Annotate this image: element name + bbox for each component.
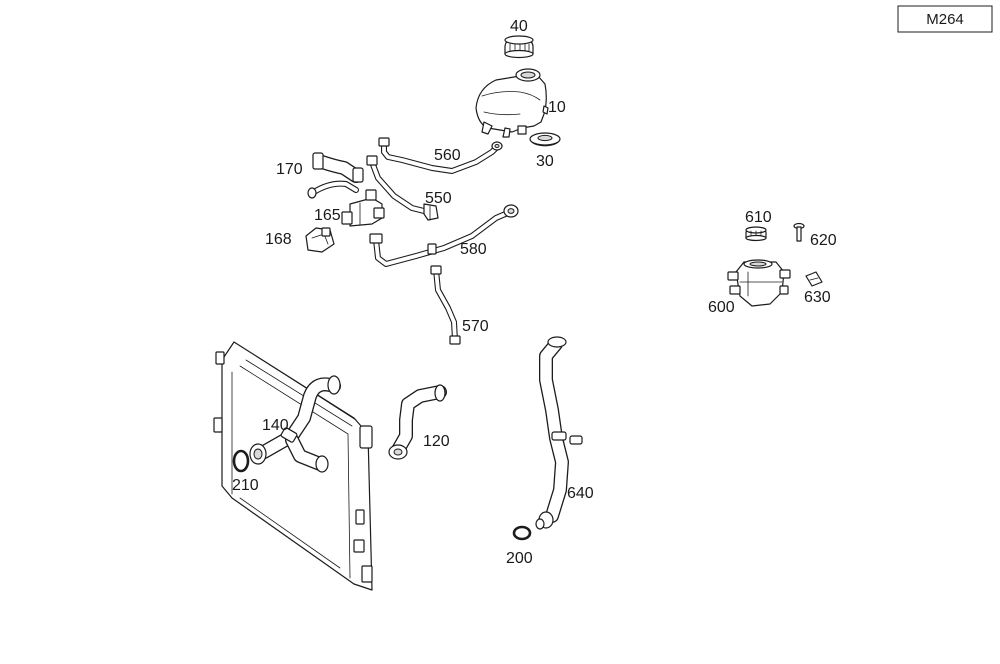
callout-570: 570 <box>462 318 489 335</box>
callout-560: 560 <box>434 147 461 164</box>
callout-30: 30 <box>536 153 554 170</box>
callout-165: 165 <box>314 207 341 224</box>
part-10-expansion-tank[interactable] <box>475 68 549 138</box>
callout-620: 620 <box>810 232 837 249</box>
callout-168: 168 <box>265 231 292 248</box>
part-120-hose[interactable] <box>388 384 447 460</box>
part-165-distributor[interactable] <box>341 189 385 227</box>
part-30-grommet[interactable] <box>529 132 561 147</box>
part-40-tank-cap[interactable] <box>504 35 534 59</box>
callout-600: 600 <box>708 299 735 316</box>
callout-200: 200 <box>506 550 533 567</box>
part-560-pipe[interactable] <box>378 137 503 174</box>
callout-580: 580 <box>460 241 487 258</box>
callout-630: 630 <box>804 289 831 306</box>
part-200-o-ring[interactable] <box>512 525 532 541</box>
model-code-label: M264 <box>926 11 964 28</box>
callout-170: 170 <box>276 161 303 178</box>
part-570-hose[interactable] <box>430 265 461 345</box>
part-640-hose[interactable] <box>535 336 583 530</box>
part-580-pipe[interactable] <box>369 204 519 267</box>
radiator <box>213 341 373 591</box>
part-168-clip[interactable] <box>305 227 335 253</box>
callout-140: 140 <box>262 417 289 434</box>
part-630-clip[interactable] <box>805 271 823 287</box>
part-600-reservoir[interactable] <box>727 259 791 307</box>
callout-10: 10 <box>548 99 566 116</box>
part-170-hose[interactable] <box>307 152 364 199</box>
callout-610: 610 <box>745 209 772 226</box>
callout-640: 640 <box>567 485 594 502</box>
callout-550: 550 <box>425 190 452 207</box>
part-210-o-ring[interactable] <box>232 449 250 473</box>
part-610-cap[interactable] <box>745 226 767 242</box>
callout-40: 40 <box>510 18 528 35</box>
callout-210: 210 <box>232 477 259 494</box>
part-550-pipe[interactable] <box>366 155 439 221</box>
model-code-box: M264 <box>897 5 993 33</box>
callout-120: 120 <box>423 433 450 450</box>
part-140-hose[interactable] <box>249 375 341 473</box>
part-620-bolt[interactable] <box>793 222 805 242</box>
